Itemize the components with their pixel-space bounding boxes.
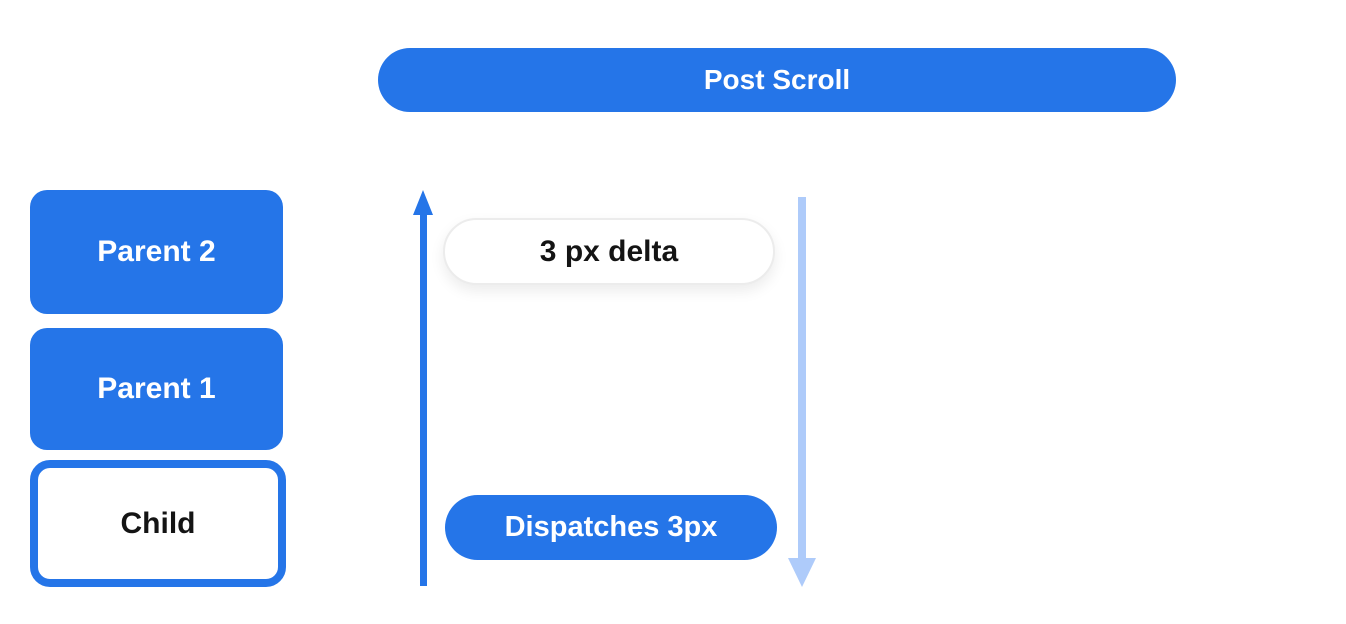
dispatch-badge: Dispatches 3px [445,495,777,560]
post-scroll-bar: Post Scroll [378,48,1176,112]
node-parent-2-label: Parent 2 [97,235,216,268]
arrow-down-icon [788,197,816,587]
arrow-up-icon [413,190,433,586]
node-child-label: Child [120,506,196,540]
node-parent-1-label: Parent 1 [97,372,216,405]
node-parent-1: Parent 1 [30,328,283,450]
dispatch-badge-label: Dispatches 3px [504,511,718,543]
node-child: Child [30,460,286,587]
node-parent-2: Parent 2 [30,190,283,314]
post-scroll-label: Post Scroll [703,64,851,95]
delta-badge: 3 px delta [443,218,775,285]
delta-badge-label: 3 px delta [539,234,679,268]
